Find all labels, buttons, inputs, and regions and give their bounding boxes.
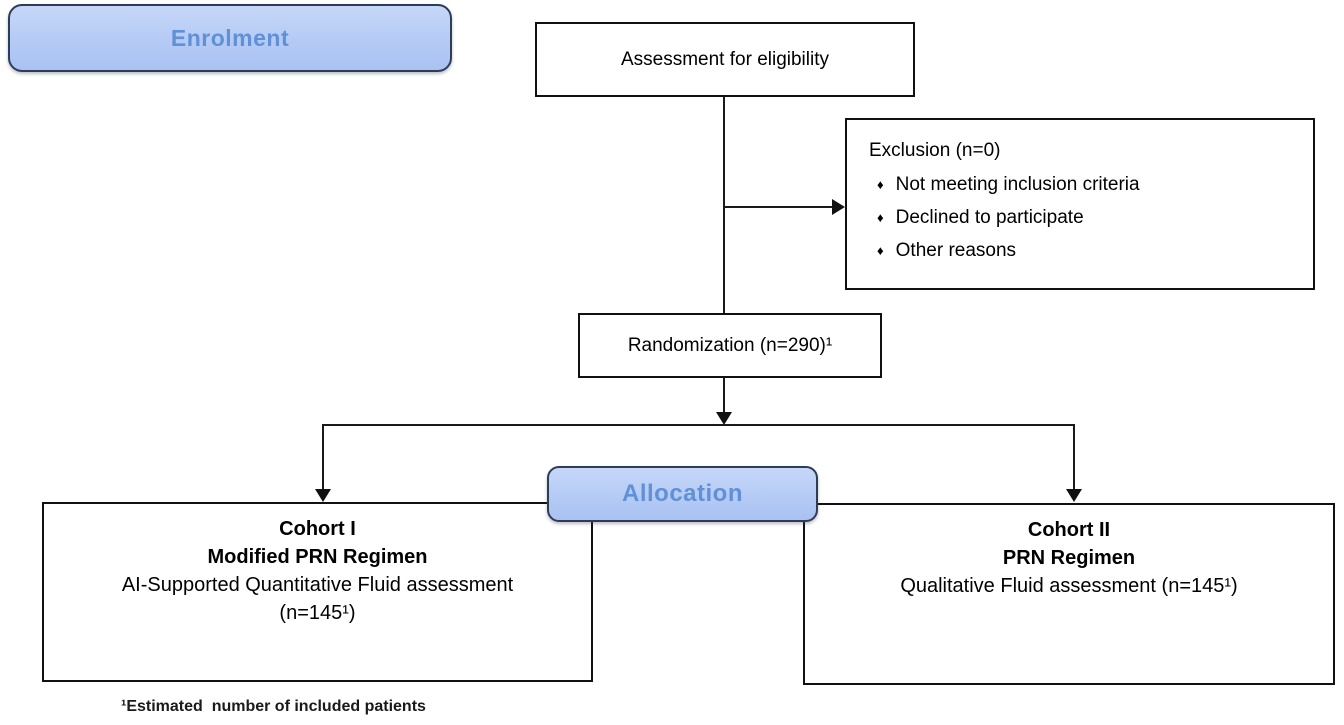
exclusion-reason-text: Not meeting inclusion criteria [895, 174, 1140, 195]
exclusion-reason-item: ♦ Declined to participate [869, 201, 1299, 234]
allocation-stage-banner: Allocation [547, 466, 818, 522]
cohort1-box: Cohort I Modified PRN Regimen AI-Support… [42, 502, 593, 682]
exclusion-reason-list: ♦ Not meeting inclusion criteria ♦ Decli… [869, 168, 1299, 267]
assessment-text: Assessment for eligibility [620, 48, 830, 70]
footnote-estimated-patients: ¹Estimated number of included patients [121, 698, 426, 715]
cohort2-box: Cohort II PRN Regimen Qualitative Fluid … [803, 503, 1335, 685]
diamond-bullet-icon: ♦ [877, 177, 884, 192]
exclusion-reason-item: ♦ Other reasons [869, 234, 1299, 267]
enrolment-stage-banner: Enrolment [8, 4, 452, 72]
diamond-bullet-icon: ♦ [877, 243, 884, 258]
assessment-box: Assessment for eligibility [535, 22, 915, 97]
exclusion-box: Exclusion (n=0) ♦ Not meeting inclusion … [845, 118, 1315, 290]
exclusion-reason-text: Declined to participate [895, 207, 1084, 228]
arrowhead-into-exclusion-icon [832, 199, 845, 215]
cohort2-regimen: PRN Regimen [1002, 547, 1136, 569]
connector-split-to-cohort1 [322, 425, 324, 489]
randomization-box: Randomization (n=290)¹ [578, 313, 882, 378]
connector-split-horizontal [322, 424, 1075, 426]
cohort2-title: Cohort II [1027, 519, 1111, 541]
connector-split-to-cohort2 [1073, 425, 1075, 489]
enrolment-stage-label: Enrolment [170, 24, 290, 51]
cohort1-regimen: Modified PRN Regimen [207, 546, 428, 568]
connector-branch-to-exclusion [724, 206, 833, 208]
cohort2-description: Qualitative Fluid assessment (n=145¹) [900, 575, 1238, 597]
arrowhead-into-split-icon [716, 412, 732, 425]
exclusion-title: Exclusion (n=0) [869, 140, 1001, 161]
arrowhead-into-cohort2-icon [1066, 489, 1082, 502]
allocation-stage-label: Allocation [621, 480, 743, 507]
cohort1-sample-size: (n=145¹) [279, 602, 356, 624]
connector-assessment-to-randomization [723, 97, 725, 313]
cohort1-title: Cohort I [279, 518, 356, 540]
cohort1-description: AI-Supported Quantitative Fluid assessme… [121, 574, 514, 596]
arrowhead-into-cohort1-icon [315, 489, 331, 502]
diamond-bullet-icon: ♦ [877, 210, 884, 225]
randomization-text: Randomization (n=290)¹ [627, 334, 833, 356]
connector-randomization-to-split [723, 378, 725, 413]
exclusion-reason-text: Other reasons [895, 240, 1017, 261]
exclusion-reason-item: ♦ Not meeting inclusion criteria [869, 168, 1299, 201]
